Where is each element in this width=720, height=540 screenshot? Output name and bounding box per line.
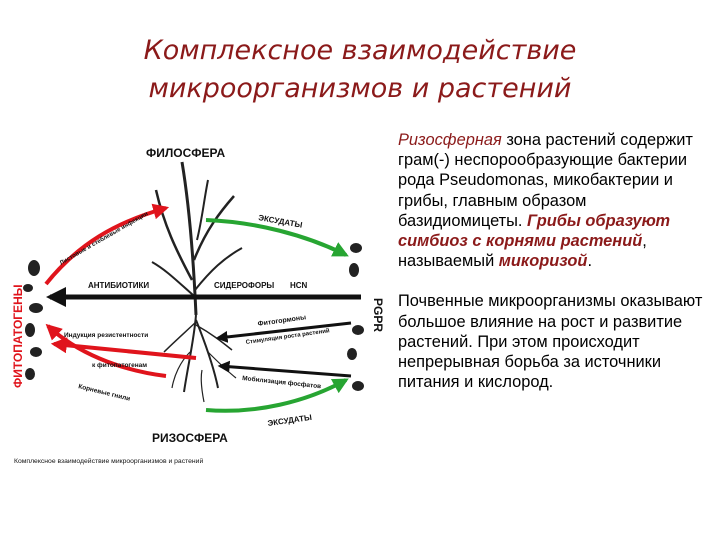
resistant-strains-label: Листовые и стеблевые инфекции	[59, 210, 150, 267]
interaction-diagram: ФИЛОСФЕРА РИЗОСФЕРА ФИТОПАТОГЕНЫ PGPR ЭК…	[6, 130, 390, 470]
to-phytopathogens-label: к фитопатогенам	[92, 362, 147, 369]
pathogen-figures	[23, 260, 43, 380]
red-arrow-resistance	[54, 344, 196, 358]
root-rot-label: Корневые гнили	[78, 383, 131, 403]
pgpr-figures	[347, 243, 364, 391]
rhizosphere-label: РИЗОСФЕРА	[152, 431, 228, 445]
term-rhizosphere: Ризосферная	[398, 131, 502, 149]
paragraph-rhizosphere: Ризосферная зона растений содержит грам(…	[398, 130, 708, 271]
term-mycorrhiza: микоризой	[499, 252, 588, 270]
phosphate-mobilization-label: Мобилизация фосфатов	[242, 374, 322, 390]
title-line-1: Комплексное взаимодействие	[0, 32, 720, 70]
red-arc-upper-left	[46, 208, 166, 284]
hcn-label: HCN	[290, 281, 308, 290]
green-arrow-exudates-top	[206, 220, 346, 255]
title-line-2: микроорганизмов и растений	[0, 70, 720, 108]
phytohormones-label: Фитогормоны	[257, 314, 306, 328]
resistance-induction-label: Индукция резистентности	[64, 332, 148, 339]
diagram-caption: Комплексное взаимодействие микроорганизм…	[14, 457, 203, 465]
exudates-bottom-label: ЭКСУДАТЫ	[267, 413, 312, 428]
pgpr-label: PGPR	[371, 298, 385, 332]
text-fragment: .	[587, 252, 592, 270]
phosphate-arrow	[220, 366, 351, 376]
antibiotics-label: АНТИБИОТИКИ	[88, 281, 149, 290]
phyllosphere-label: ФИЛОСФЕРА	[146, 146, 225, 160]
phytopathogens-label: ФИТОПАТОГЕНЫ	[11, 284, 25, 388]
paragraph-soil-microorganisms: Почвенные микроорганизмы оказывают больш…	[398, 291, 708, 392]
description-text: Ризосферная зона растений содержит грам(…	[398, 130, 708, 392]
siderophores-label: СИДЕРОФОРЫ	[214, 281, 274, 290]
page-title: Комплексное взаимодействие микроорганизм…	[0, 32, 720, 108]
